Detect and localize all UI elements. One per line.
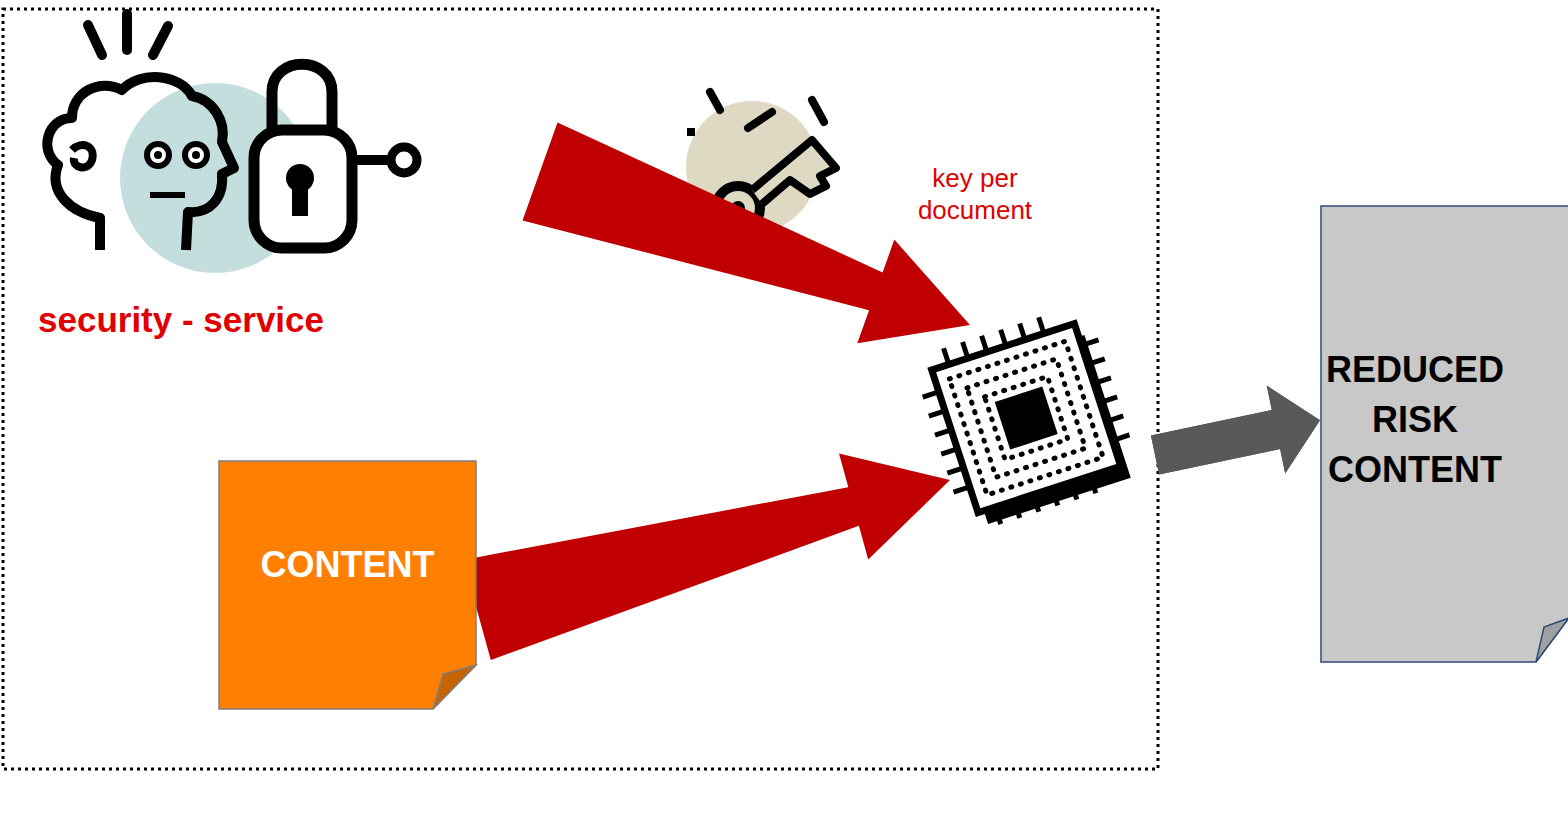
padlock-icon (254, 64, 417, 248)
security-person-icon-part (88, 25, 102, 55)
padlock-icon-part (254, 130, 352, 248)
processor-chip-icon-part-part (944, 348, 949, 364)
processor-chip-icon-part-part (1020, 323, 1025, 339)
output-arrow (1151, 386, 1320, 475)
security-person-icon-part (153, 26, 168, 55)
security-person-icon-part (122, 14, 132, 50)
padlock-icon-part (292, 182, 308, 216)
processor-chip-icon-part-part (1088, 359, 1105, 365)
processor-chip-icon-part-part (935, 430, 951, 435)
document-box: CONTENT (218, 460, 477, 710)
processor-chip-icon-part-part (995, 507, 1001, 524)
node-text: REDUCED RISK CONTENT (1320, 345, 1510, 495)
processor-chip-icon-part-part (929, 411, 945, 416)
flow-arrow (463, 386, 1320, 661)
flow-arrow (523, 122, 1321, 474)
processor-chip-icon-part (932, 324, 1121, 513)
processor-chip-icon-part (949, 341, 1103, 495)
document-fold (1536, 618, 1568, 662)
processor-chip-icon-part-part (923, 392, 939, 397)
processor-chip-icon-part-part (947, 468, 963, 473)
processor-chip-icon-part-part (1100, 397, 1117, 403)
node-text: CONTENT (218, 544, 477, 586)
key-icon-part (710, 92, 720, 110)
document-body (219, 461, 476, 709)
processor-chip-icon-part (967, 359, 1085, 477)
node-text: security - service (38, 300, 518, 340)
security-person-icon-part (192, 151, 200, 159)
processor-chip-icon-part-part (1071, 482, 1077, 499)
annotation-label: key per document (890, 162, 1060, 226)
security-person-icon-part (150, 192, 185, 198)
output-arrow (1151, 386, 1320, 475)
processor-chip-icon-part-part (1112, 435, 1129, 441)
processor-chip-icon-part-part (963, 342, 968, 358)
processor-chip-icon-part-part (1081, 340, 1098, 346)
processor-chip-icon-part-part (941, 449, 957, 454)
processor-chip-icon-part-part (1014, 501, 1020, 518)
key-icon-part (752, 140, 836, 204)
key-icon-part (812, 100, 824, 122)
processor-chip-icon-part (910, 302, 1143, 535)
key-icon-part (687, 128, 695, 136)
processor-chip-icon-part-part (1094, 378, 1111, 384)
security-person-icon-part (185, 144, 207, 166)
processor-chip-icon-part-part (1033, 495, 1039, 512)
padlock-icon-part (272, 64, 332, 132)
processor-chip-icon-part-part (982, 336, 987, 352)
processor-chip-icon-part-part (1001, 330, 1006, 346)
security-person-icon-part (154, 151, 162, 159)
document-box: REDUCED RISK CONTENT (1320, 205, 1568, 663)
document-body (1321, 206, 1568, 662)
input-arrow (463, 454, 950, 661)
security-person-icon-part (47, 77, 234, 250)
service-node: security - service (30, 15, 540, 355)
dotted-boundary (3, 9, 1158, 769)
processor-chip-icon-part-part (1106, 416, 1123, 422)
processor-chip-icon-part-part (1039, 317, 1044, 333)
processor-chip-icon-part (985, 376, 1068, 459)
input-arrow (523, 122, 971, 343)
security-person-icon-part (147, 144, 169, 166)
security-person-icon-part (72, 145, 93, 167)
padlock-icon-part (352, 155, 392, 165)
processor-chip-icon-part-part (954, 487, 970, 492)
processor-chip-icon-part (995, 387, 1058, 450)
key-icon-part (748, 112, 772, 128)
processor-chip-icon (910, 302, 1143, 535)
processor-chip-icon-part-part (1052, 488, 1058, 505)
document-fold (433, 665, 476, 709)
processor-chip-icon-part-part (1090, 476, 1096, 493)
padlock-icon-part (391, 147, 417, 173)
